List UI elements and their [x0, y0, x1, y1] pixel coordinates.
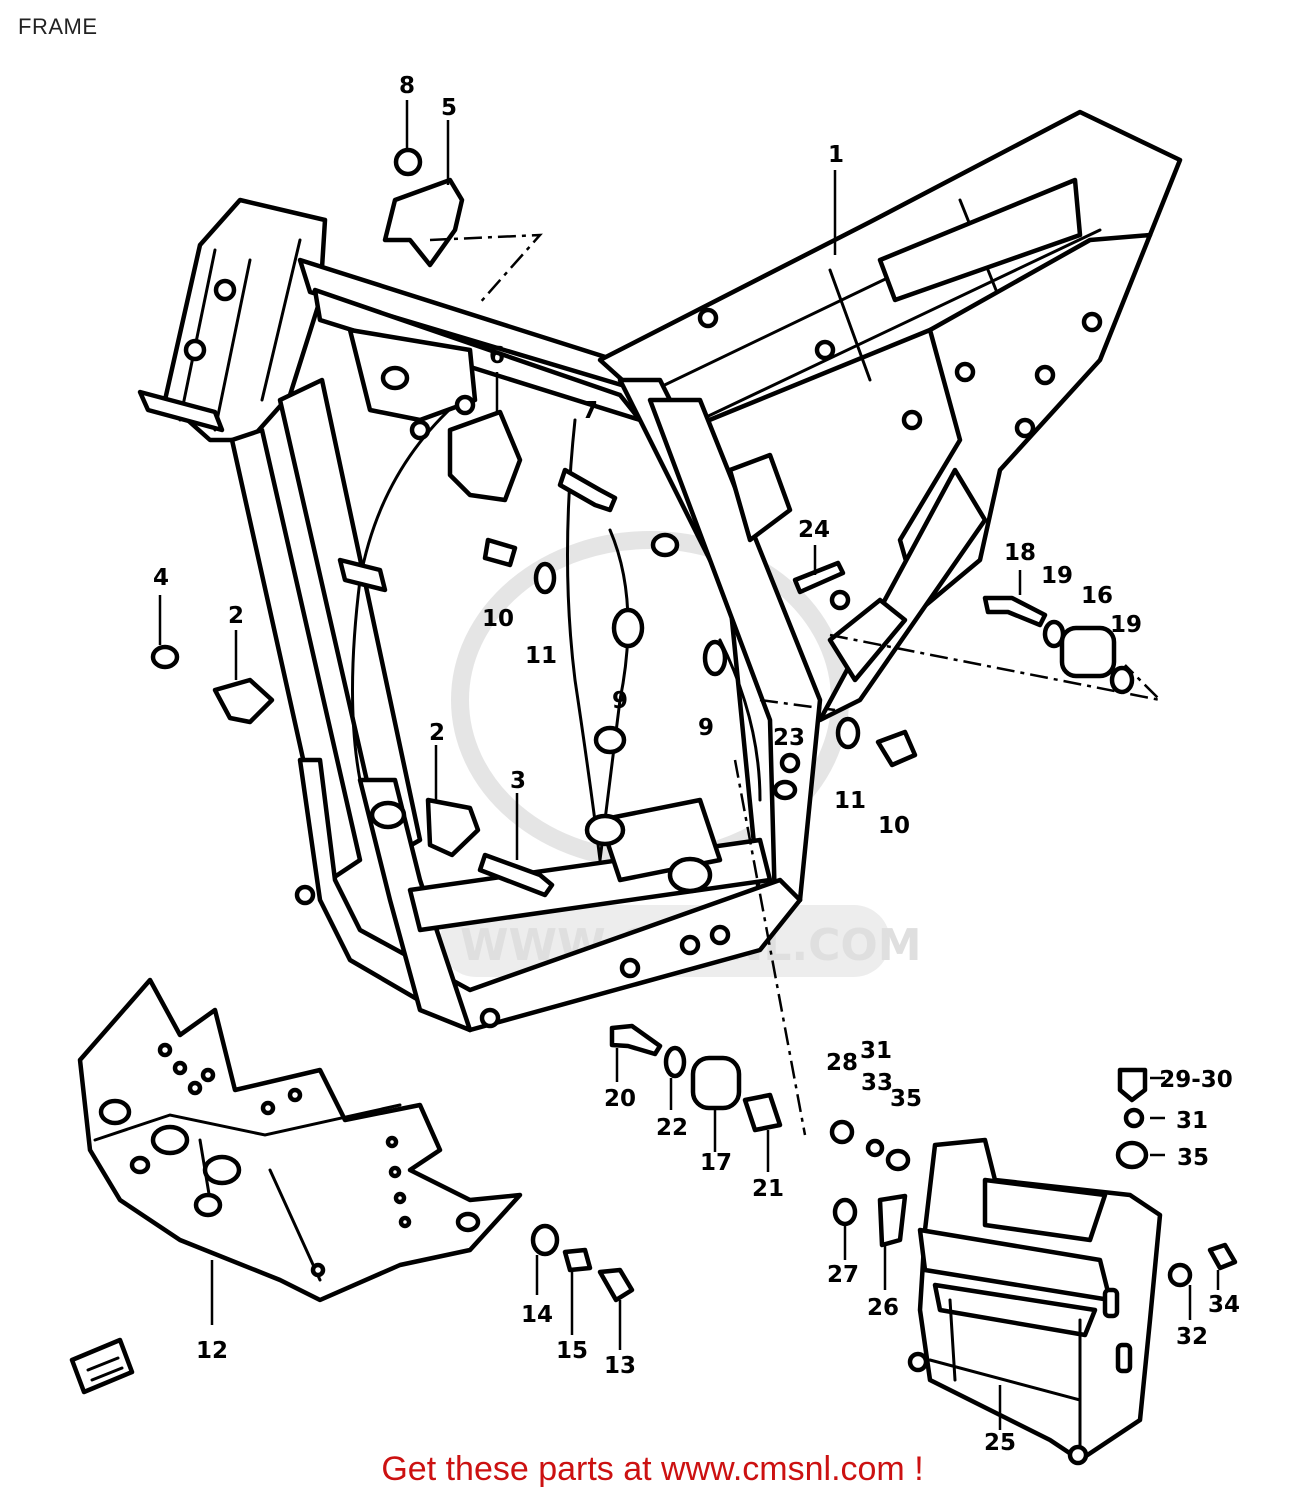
callout-24: 24 [798, 517, 830, 543]
callout-11-right: 11 [834, 788, 866, 814]
callout-6: 6 [489, 343, 505, 369]
footer-link-text[interactable]: Get these parts at www.cmsnl.com ! [381, 1450, 924, 1488]
callout-2-lower: 2 [429, 720, 445, 746]
callout-35-left: 35 [890, 1086, 922, 1112]
callout-27: 27 [827, 1262, 859, 1288]
callout-4: 4 [153, 565, 169, 591]
callout-26: 26 [867, 1295, 899, 1321]
callout-16: 16 [1081, 583, 1113, 609]
callout-28-upper: 28 [826, 1050, 858, 1076]
small-parts [150, 147, 1238, 1303]
callout-25: 25 [984, 1430, 1016, 1456]
callout-19-lower: 19 [1110, 612, 1142, 638]
callout-10-center: 10 [482, 606, 514, 632]
callout-15: 15 [556, 1338, 588, 1364]
callout-19-upper: 19 [1041, 563, 1073, 589]
callout-2-upper: 2 [228, 603, 244, 629]
callout-1: 1 [828, 142, 844, 168]
callout-21: 21 [752, 1176, 784, 1202]
skid-plate [77, 977, 523, 1303]
page-title: FRAME [18, 14, 98, 39]
callout-23: 23 [773, 725, 805, 751]
orientation-mark-icon [69, 1337, 135, 1395]
callout-8: 8 [399, 73, 415, 99]
callout-5: 5 [441, 95, 457, 121]
callout-29-30: 29-30 [1159, 1067, 1233, 1093]
callout-13: 13 [604, 1353, 636, 1379]
callout-11-center: 11 [525, 643, 557, 669]
callout-35-right: 35 [1177, 1145, 1209, 1171]
callout-14: 14 [521, 1302, 553, 1328]
callout-20: 20 [604, 1086, 636, 1112]
callout-3: 3 [510, 768, 526, 794]
callout-9-right: 9 [698, 715, 714, 741]
callout-17: 17 [700, 1150, 732, 1176]
callout-10-right: 10 [878, 813, 910, 839]
main-frame [137, 109, 1183, 1033]
callout-31-left: 31 [860, 1038, 892, 1064]
battery-holder [907, 1137, 1163, 1466]
callout-12: 12 [196, 1338, 228, 1364]
leader-lines [158, 100, 1220, 1430]
callout-32: 32 [1176, 1324, 1208, 1350]
callout-22: 22 [656, 1115, 688, 1141]
callout-18: 18 [1004, 540, 1036, 566]
callouts: 8 5 1 6 7 24 18 19 16 19 4 2 10 11 9 9 2… [153, 73, 1240, 1456]
callout-7: 7 [582, 398, 598, 424]
callout-33: 33 [861, 1070, 893, 1096]
callout-9-left: 9 [612, 688, 628, 714]
callout-31-right: 31 [1176, 1108, 1208, 1134]
reference-lines [429, 233, 1164, 1136]
callout-34: 34 [1208, 1292, 1240, 1318]
